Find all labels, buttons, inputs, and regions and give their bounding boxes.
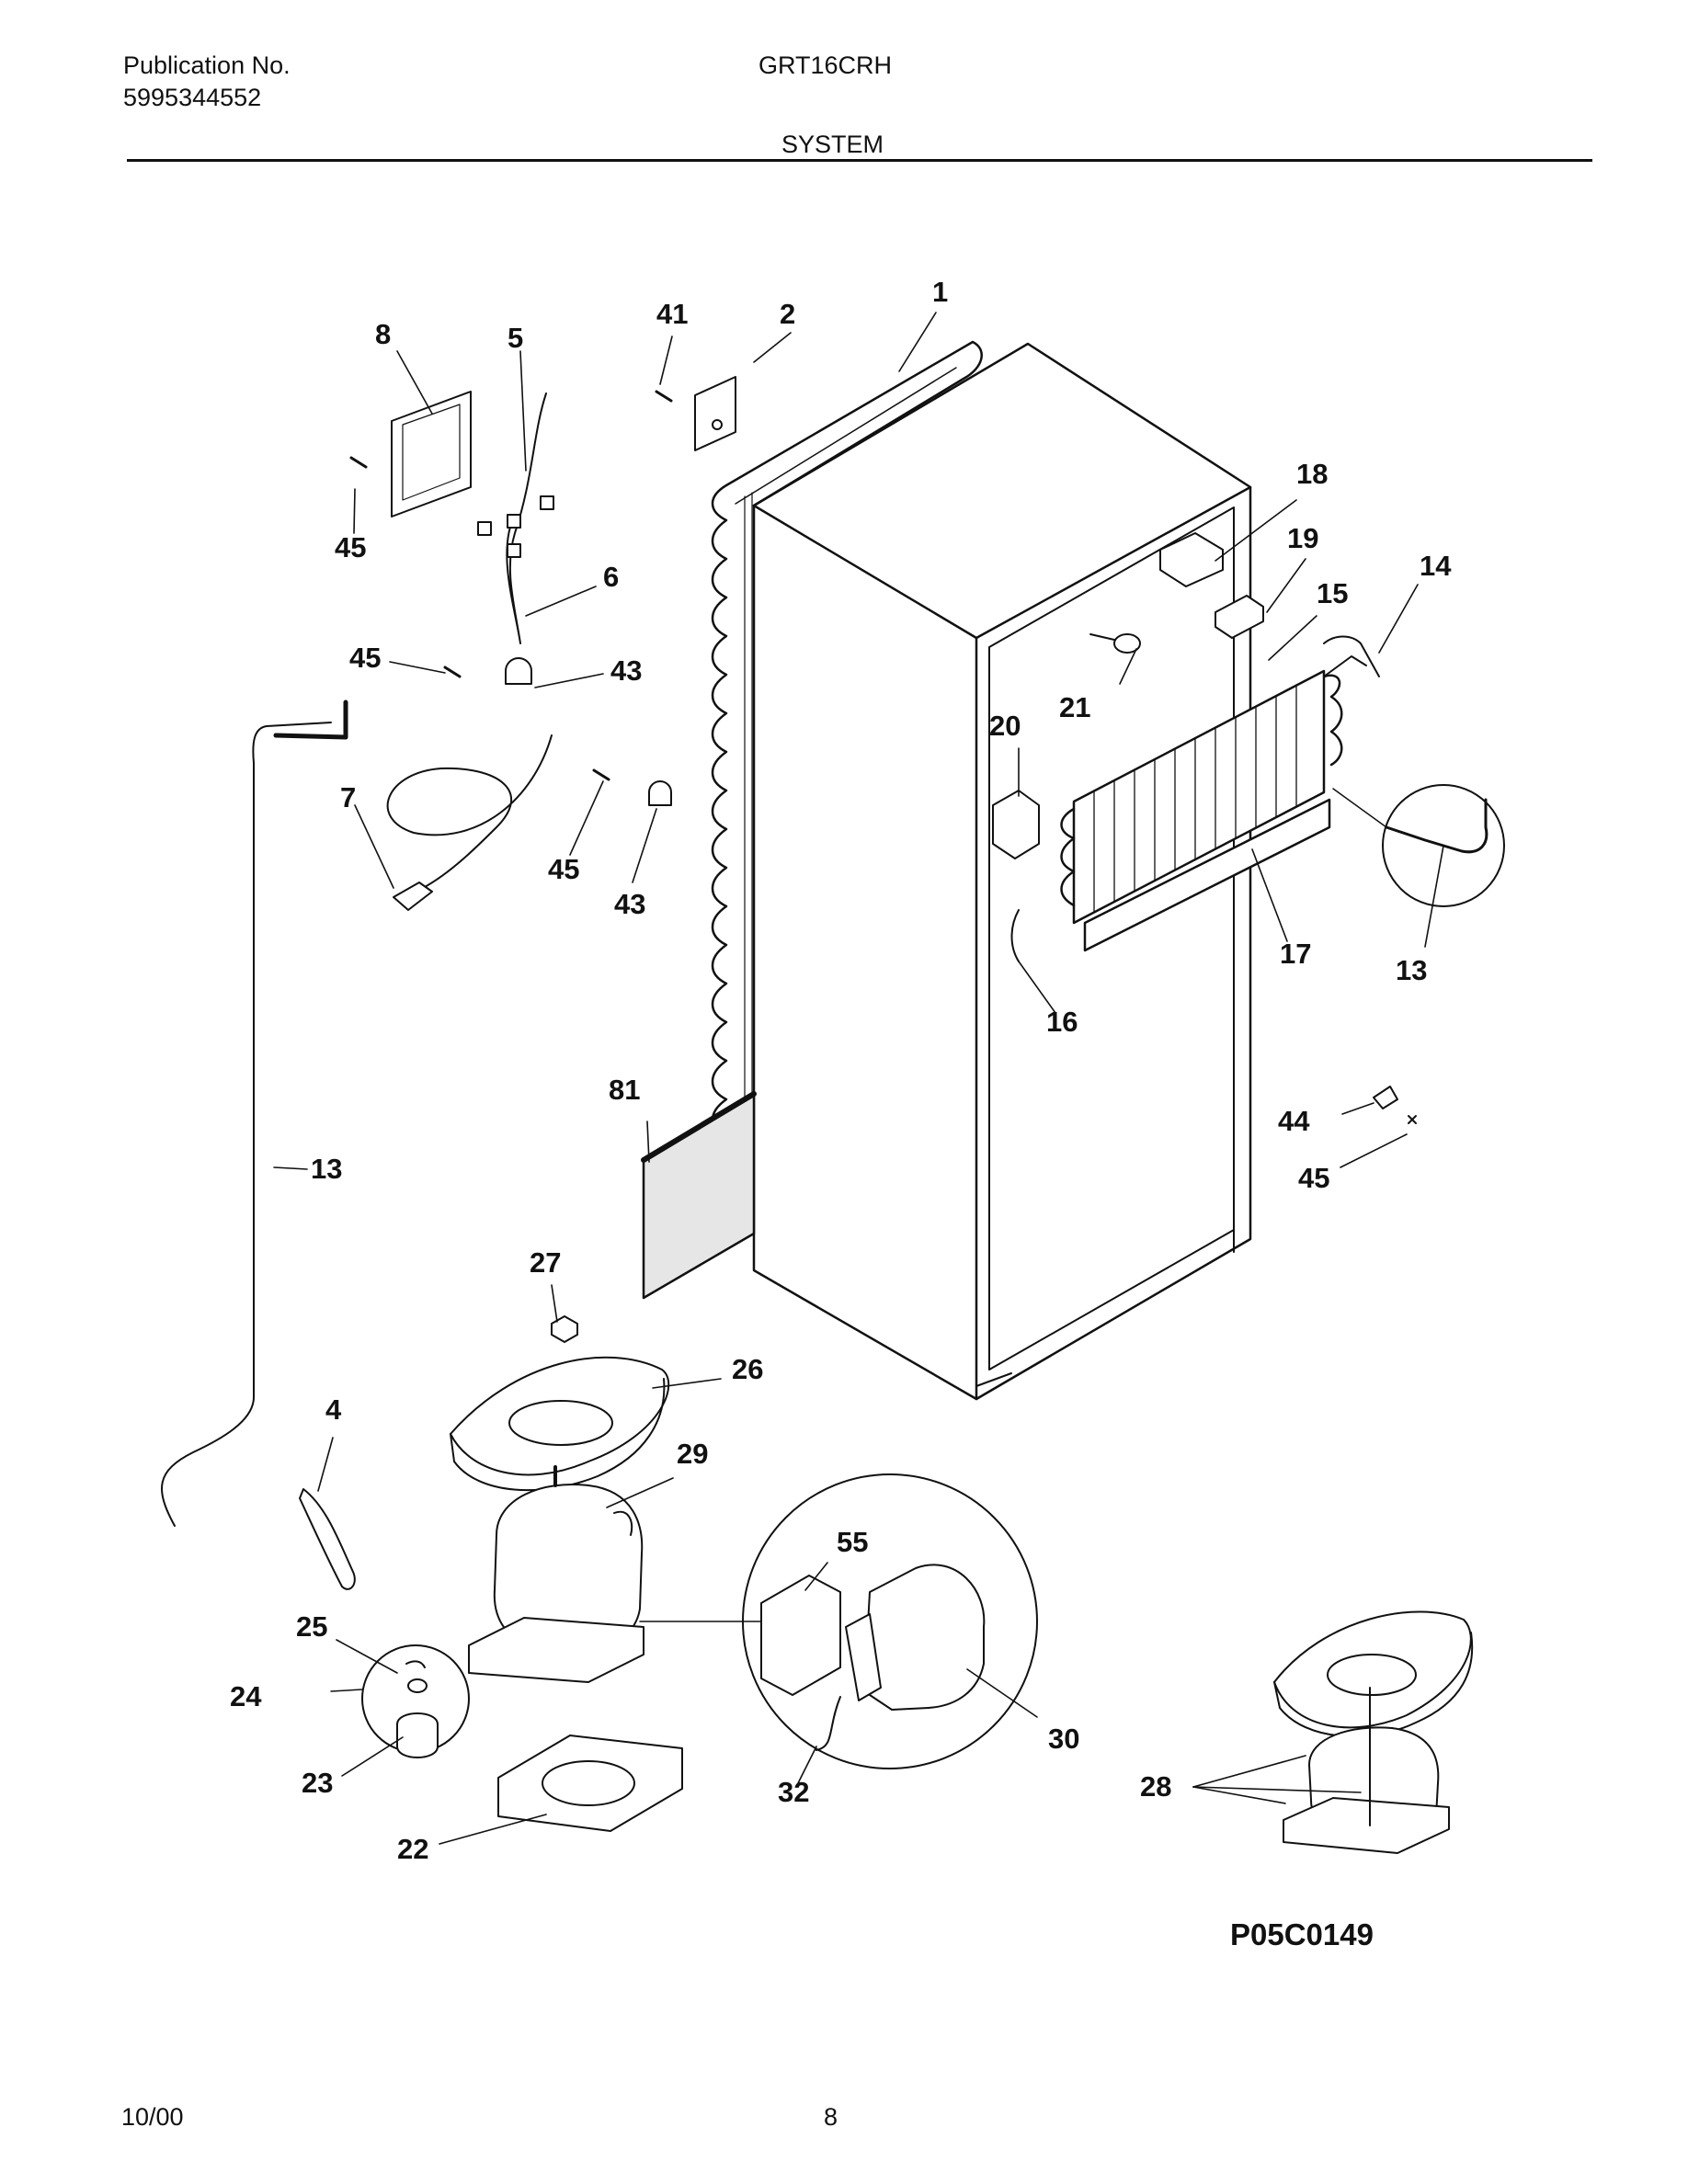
callout-19: 19 [1287, 522, 1318, 554]
callout-43-a: 43 [610, 654, 642, 687]
callout-22: 22 [397, 1833, 428, 1865]
callout-27: 27 [530, 1246, 561, 1279]
callout-81: 81 [609, 1074, 640, 1106]
section-title: SYSTEM [781, 131, 884, 158]
callout-13-a: 13 [1396, 954, 1427, 986]
callout-41: 41 [656, 298, 688, 330]
upper-right-parts-drawing [992, 532, 1417, 1124]
compressor-assembly-drawing [330, 1315, 764, 1832]
callout-55: 55 [837, 1526, 868, 1558]
callout-29: 29 [677, 1438, 708, 1470]
compressor-kit-drawing [1273, 1610, 1474, 1854]
drier-detail-drawing [1323, 635, 1505, 907]
left-side-parts-drawing [161, 376, 736, 1590]
callout-26: 26 [732, 1353, 763, 1385]
callout-23: 23 [302, 1767, 333, 1799]
relay-detail-drawing [742, 1473, 1038, 1769]
callout-17: 17 [1280, 938, 1311, 970]
callout-5: 5 [508, 322, 523, 354]
publication-label: Publication No. [123, 51, 291, 79]
callout-7: 7 [340, 781, 356, 813]
leader-lines [273, 312, 1444, 1845]
callout-6: 6 [603, 561, 619, 593]
callout-43-b: 43 [614, 888, 645, 920]
callout-32: 32 [778, 1776, 809, 1808]
callout-45-c: 45 [548, 853, 579, 885]
insulation-panel-drawing [641, 1091, 757, 1300]
callout-25: 25 [296, 1610, 327, 1643]
callout-4: 4 [325, 1393, 342, 1426]
callout-45-a: 45 [335, 531, 366, 563]
callout-16: 16 [1046, 1006, 1078, 1038]
callout-28: 28 [1140, 1770, 1171, 1803]
evaporator-drawing [1060, 655, 1367, 952]
callout-30: 30 [1048, 1723, 1079, 1755]
publication-number: 5995344552 [123, 84, 262, 111]
callout-21: 21 [1059, 691, 1090, 723]
cabinet-drawing [752, 342, 1252, 1401]
callout-15: 15 [1317, 577, 1348, 609]
page-number: 8 [824, 2103, 838, 2131]
callout-8: 8 [375, 318, 391, 350]
model-number: GRT16CRH [758, 51, 893, 79]
callout-45-b: 45 [349, 642, 381, 674]
header-rule [127, 159, 1592, 162]
callout-20: 20 [989, 710, 1021, 742]
footer-date: 10/00 [121, 2103, 184, 2131]
drawing-code: P05C0149 [1230, 1917, 1374, 1951]
callout-18: 18 [1296, 458, 1328, 490]
callout-14: 14 [1420, 550, 1452, 582]
callout-45-d: 45 [1298, 1162, 1329, 1194]
callout-2: 2 [780, 298, 795, 330]
callout-13-b: 13 [311, 1153, 342, 1185]
callout-labels: 1 2 41 8 5 45 6 45 43 7 45 43 18 19 14 1… [230, 276, 1452, 1865]
callout-1: 1 [932, 276, 948, 308]
callout-44: 44 [1278, 1105, 1310, 1137]
callout-24: 24 [230, 1680, 262, 1712]
